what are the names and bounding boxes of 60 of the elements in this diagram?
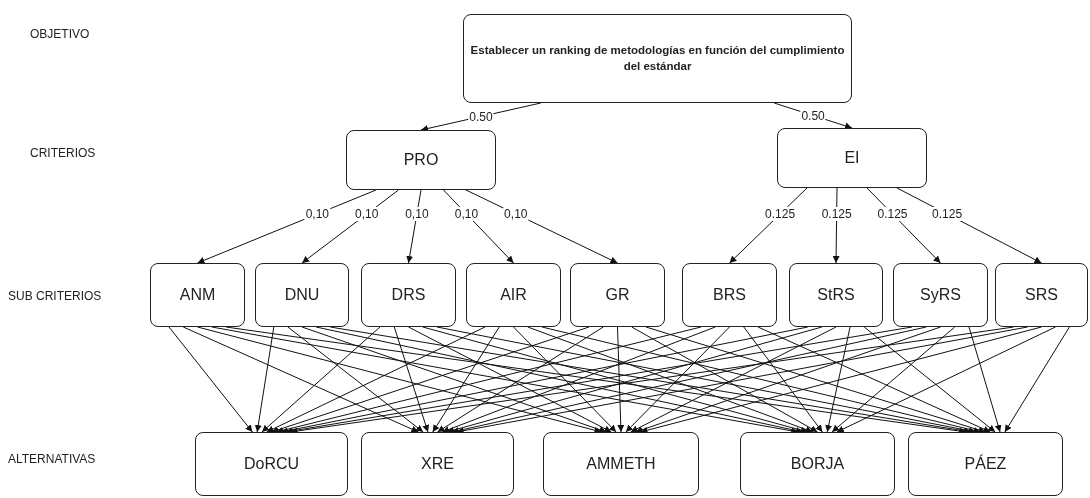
arrow	[287, 326, 424, 433]
node-box: BORJA	[740, 432, 895, 496]
arrow	[393, 326, 430, 433]
arrow	[831, 326, 956, 433]
node-box: PRO	[346, 130, 496, 190]
edge-label: 0.125	[820, 207, 853, 221]
node-box: AIR	[466, 263, 561, 327]
arrow	[757, 326, 991, 433]
edge-label: 0,10	[503, 207, 529, 221]
node-box: AMMETH	[543, 432, 699, 496]
arrow	[408, 326, 612, 433]
node-box: DNU	[255, 263, 349, 327]
node-box: DRS	[361, 263, 456, 327]
level-label: OBJETIVO	[30, 27, 90, 41]
level-label: CRITERIOS	[30, 146, 96, 160]
goal-box: Establecer un ranking de metodologías en función del cumplimiento del estándar	[463, 14, 852, 103]
edge-label: 0,10	[404, 207, 430, 221]
edge-label: 0.125	[876, 207, 909, 221]
arrow	[513, 326, 617, 433]
edge-label: 0,10	[453, 207, 480, 221]
node-box: StRS	[789, 263, 883, 327]
arrow	[863, 326, 996, 433]
node-box: DoRCU	[195, 432, 348, 496]
node-box: GR	[570, 263, 665, 327]
node-box: EI	[777, 128, 927, 188]
edge-label: 0.125	[931, 207, 964, 221]
arrow	[645, 326, 986, 434]
arrow	[261, 326, 381, 433]
arrow	[640, 326, 1042, 434]
edge-label: 0,10	[354, 207, 380, 221]
node-box: PÁEZ	[908, 432, 1063, 496]
arrow	[1004, 326, 1070, 433]
arrow	[541, 326, 982, 434]
arrow	[836, 326, 1056, 433]
arrow	[182, 326, 419, 433]
arrow	[635, 326, 941, 434]
arrow	[743, 326, 823, 433]
level-label: SUB CRITERIOS	[8, 289, 102, 303]
node-box: XRE	[361, 432, 514, 496]
level-label: ALTERNATIVAS	[8, 452, 96, 466]
arrow	[617, 326, 625, 433]
arrow	[968, 326, 1002, 433]
arrow	[266, 326, 486, 433]
arrow	[432, 326, 500, 433]
node-box: ANM	[150, 263, 245, 327]
arrow	[275, 326, 702, 434]
arrow	[441, 326, 716, 433]
arrow	[825, 326, 851, 433]
arrow	[437, 326, 604, 433]
edge-label: 0.50	[800, 108, 826, 123]
arrow	[254, 326, 275, 433]
edge-label: 0.125	[764, 207, 797, 221]
node-box: SRS	[995, 263, 1088, 327]
node-box: SyRS	[893, 263, 988, 327]
edge-label: 0,10	[304, 207, 330, 221]
arrow	[168, 326, 253, 433]
edge-label: 0.50	[468, 109, 494, 124]
arrow	[625, 326, 730, 433]
arrow	[197, 326, 602, 434]
node-box: BRS	[682, 263, 777, 327]
